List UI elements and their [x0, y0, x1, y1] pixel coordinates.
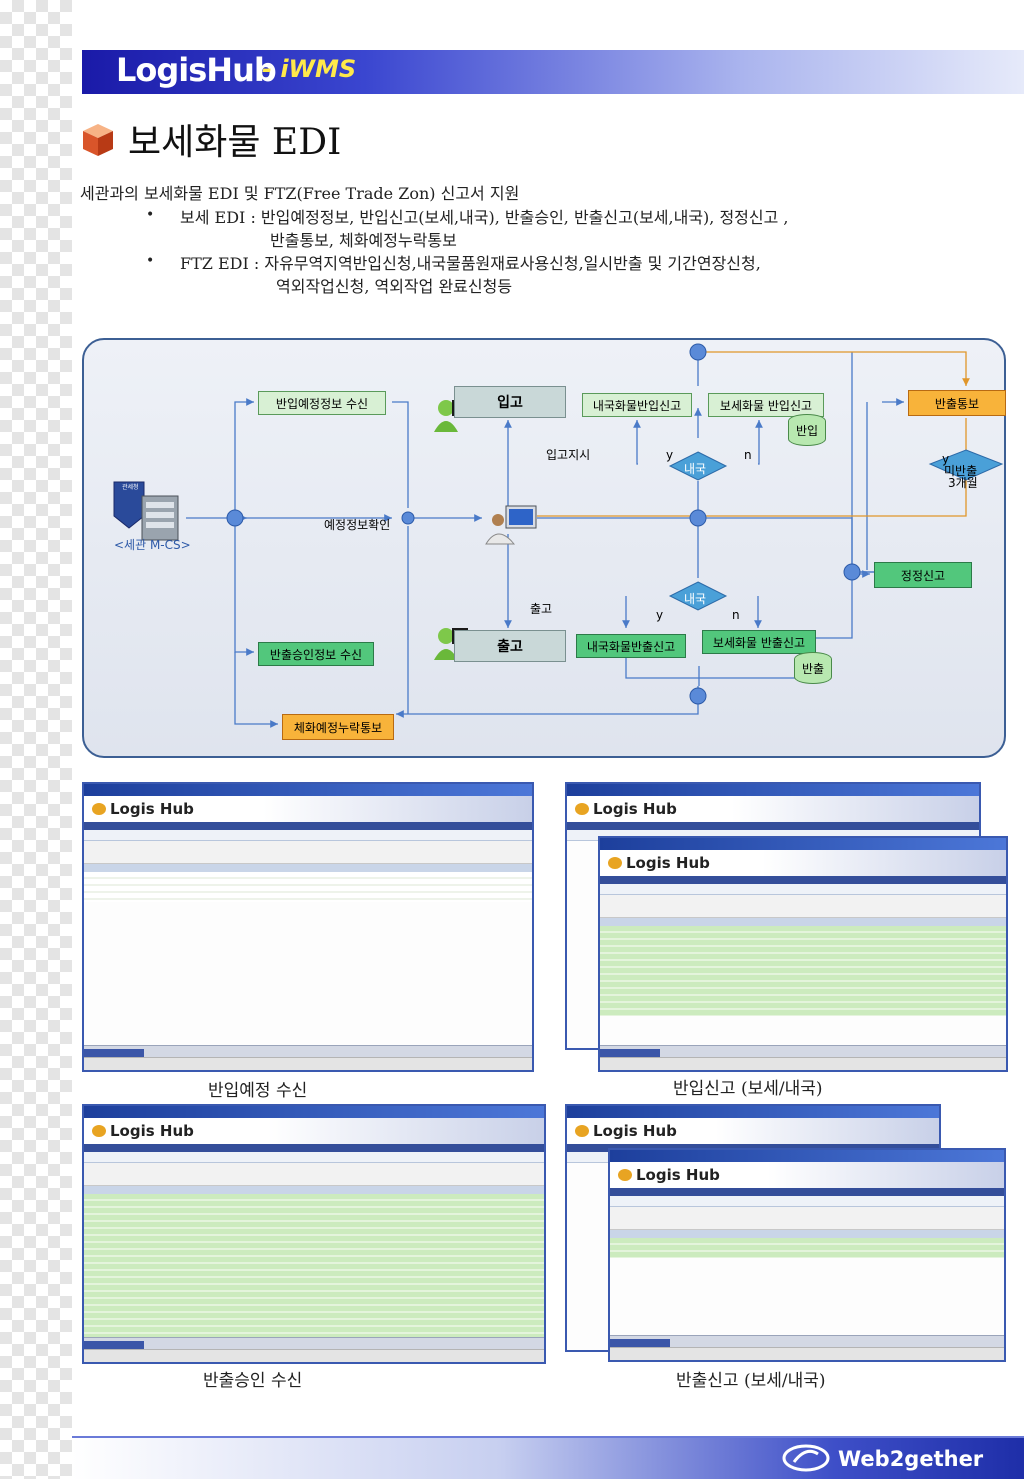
edi-flow-diagram: 관세청 <세관 M-CS> 반입예정정보 수신 입고 내국화물반입신고 보세화물… — [82, 338, 1006, 758]
footer-brand: Web2gether — [838, 1447, 984, 1471]
node-correction: 정정신고 — [874, 562, 972, 588]
footer-line — [72, 1436, 1024, 1438]
intro-text: 세관과의 보세화물 EDI 및 FTZ(Free Trade Zon) 신고서 … — [80, 184, 520, 203]
page-title: 보세화물 EDI — [128, 122, 342, 163]
label-inbound-order: 입고지시 — [546, 448, 591, 462]
label-outbound: 출고 — [530, 602, 553, 616]
node-inbound: 입고 — [454, 386, 566, 418]
node-domestic-in: 내국화물반입신고 — [582, 393, 692, 417]
decision-domestic-2: 내국 — [684, 592, 707, 606]
label-three-months: 3개월 — [948, 476, 978, 490]
label-not-shipped: 미반출 — [944, 464, 978, 478]
decision-domestic-1: 내국 — [684, 462, 707, 476]
bullet-2-line1: FTZ EDI : 자유무역지역반입신청,내국물품원재료사용신청,일시반출 및 … — [180, 254, 761, 273]
customs-label: <세관 M-CS> — [114, 538, 191, 552]
label-plan-check: 예정정보확인 — [324, 518, 391, 532]
node-bonded-in: 보세화물 반입신고 — [708, 393, 824, 417]
label-n1: n — [744, 448, 752, 462]
label-y2: y — [656, 608, 664, 622]
bullet-1-line1: 보세 EDI : 반입예정정보, 반입신고(보세,내국), 반출승인, 반출신고… — [180, 208, 789, 227]
brand-logo: LogisHub — [116, 51, 277, 89]
footer-bar — [72, 1438, 1024, 1479]
node-bring-in-db: 반입 — [788, 414, 826, 446]
screenshot-in-report: Logis Hub — [598, 836, 1008, 1072]
label-y1: y — [666, 448, 674, 462]
caption-in-report: 반입신고 (보세/내국) — [673, 1079, 823, 1099]
bullet-dot: • — [146, 207, 155, 223]
checker-margin — [0, 0, 72, 1479]
computer-user-icon — [485, 505, 537, 545]
node-receive-plan: 반입예정정보 수신 — [258, 391, 386, 415]
customs-badge: 관세청 — [122, 484, 139, 491]
bullet-dot: • — [146, 253, 155, 269]
node-outbound: 출고 — [454, 630, 566, 662]
node-out-notice: 반출통보 — [908, 390, 1006, 416]
label-y3: y — [942, 452, 950, 466]
web2gether-logo-icon — [782, 1444, 830, 1472]
node-domestic-out: 내국화물반출신고 — [576, 634, 686, 658]
flow-connectors — [186, 343, 1004, 728]
node-bonded-out: 보세화물 반출신고 — [702, 630, 816, 654]
bullet-1-line2: 반출통보, 체화예정누락통보 — [270, 231, 457, 250]
bullet-2-line2: 역외작업신청, 역외작업 완료신청등 — [276, 277, 513, 296]
node-ship-out-db: 반출 — [794, 652, 832, 684]
caption-out-report: 반출신고 (보세/내국) — [676, 1371, 826, 1391]
customs-server-icon — [113, 481, 179, 541]
brand-subtitle: - iWMS — [262, 55, 357, 83]
screenshot-receive-plan: Logis Hub — [82, 782, 534, 1072]
caption-receive-plan: 반입예정 수신 — [208, 1081, 308, 1101]
cube-icon — [83, 124, 113, 156]
header-bar — [82, 50, 1024, 94]
node-out-approval: 반출승인정보 수신 — [258, 642, 374, 666]
node-overdue-notice: 체화예정누락통보 — [282, 714, 394, 740]
caption-out-approval: 반출승인 수신 — [203, 1371, 303, 1391]
screenshot-out-report: Logis Hub — [608, 1148, 1006, 1362]
screenshot-out-approval: Logis Hub — [82, 1104, 546, 1364]
label-n2: n — [732, 608, 740, 622]
